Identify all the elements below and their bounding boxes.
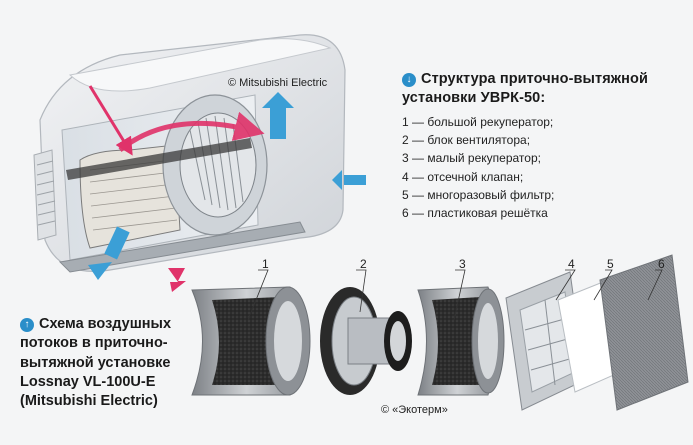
fan-block — [320, 287, 412, 395]
caption-line-2: потоков в приточно- — [20, 335, 168, 352]
legend-list: 1 — большой рекуператор; 2 — блок вентил… — [402, 113, 687, 222]
unit-bottom-rail — [58, 221, 306, 273]
supply-arrow-head-side — [332, 170, 342, 190]
exhaust-swirl-arrow — [118, 111, 265, 152]
legend-item: 4 — отсечной клапан; — [402, 169, 524, 184]
supply-flow-arrow-side — [344, 175, 366, 185]
exhaust-out-arrow — [168, 268, 186, 292]
copyright-mitsubishi: © Mitsubishi Electric — [228, 77, 328, 89]
legend-title-line1: Структура приточно-вытяжной — [421, 71, 649, 87]
supply-arrow-head-top — [262, 92, 294, 108]
legend-title: ↓ Структура приточно-вытяжной установки У… — [402, 70, 687, 108]
supply-arrow-head-left — [88, 262, 112, 280]
exploded-components — [191, 254, 689, 411]
exhaust-flow-arrow — [88, 85, 133, 156]
legend-item: 2 — блок вентилятора; — [402, 133, 531, 148]
down-arrow-icon: ↓ — [402, 73, 416, 87]
legend-title-line2: установки УВРК-50: — [402, 90, 546, 106]
unit-top-panel — [68, 38, 332, 92]
small-recuperator — [417, 286, 505, 396]
up-arrow-icon: ↑ — [20, 318, 34, 332]
supply-flow-arrow-left — [104, 226, 130, 260]
unit-side-grille — [33, 149, 57, 241]
caption-line-4: Lossnay VL-100U-E — [20, 373, 156, 390]
part-label-6: 6 — [658, 257, 665, 271]
part-label-2: 2 — [360, 257, 367, 271]
caption-line-3: вытяжной установке — [20, 354, 171, 371]
caption-line-5: (Mitsubishi Electric) — [20, 393, 158, 410]
airflow-scheme-caption: ↑ Схема воздушных потоков в приточно- выт… — [20, 315, 220, 411]
part-label-5: 5 — [607, 257, 614, 271]
legend-item: 1 — большой рекуператор; — [402, 115, 554, 129]
legend-item: 6 — пластиковая решётка — [402, 206, 548, 221]
part-label-3: 3 — [459, 257, 466, 271]
side-grille-slats — [36, 160, 56, 226]
part-label-4: 4 — [568, 257, 575, 271]
structure-legend: ↓ Структура приточно-вытяжной установки У… — [402, 70, 687, 222]
part-label-1: 1 — [262, 257, 269, 271]
plastic-grille — [599, 254, 689, 411]
large-recuperator — [191, 286, 311, 396]
caption-line-1: Схема воздушных — [39, 316, 172, 332]
ventilation-unit-illustration — [33, 34, 346, 273]
legend-item: 5 — многоразовый фильтр; — [402, 187, 555, 202]
leader-lines — [247, 269, 663, 321]
legend-item: 3 — малый рекуператор; — [402, 151, 541, 166]
unit-top-rail — [66, 138, 252, 180]
supply-flow-arrow-top — [270, 105, 286, 139]
airflow-arrows — [88, 85, 366, 292]
copyright-ekoterm: © «Экотерм» — [381, 404, 448, 416]
